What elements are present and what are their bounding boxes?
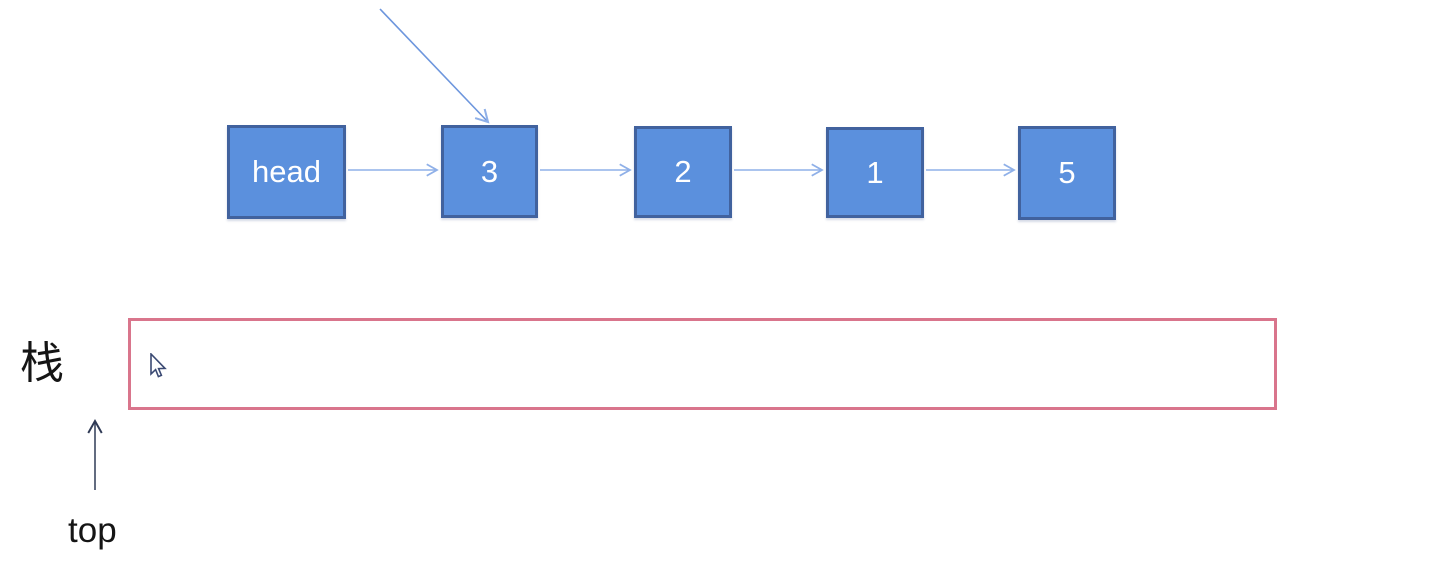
stack-label: 栈 bbox=[20, 339, 64, 388]
list-node-label: 1 bbox=[866, 154, 884, 190]
list-node-label: head bbox=[252, 154, 321, 189]
list-node-1: 1 bbox=[826, 127, 924, 218]
list-node-2: 2 bbox=[634, 126, 732, 218]
top-pointer-label: top bbox=[68, 511, 117, 550]
list-node-label: 5 bbox=[1058, 155, 1076, 190]
list-node-5: 5 bbox=[1018, 126, 1116, 220]
list-node-label: 2 bbox=[674, 154, 692, 189]
insert-arrow bbox=[379, 8, 490, 124]
list-node-label: 3 bbox=[480, 153, 499, 189]
list-node-3: 3 bbox=[441, 125, 538, 218]
mouse-cursor-icon bbox=[150, 353, 167, 378]
stack-container-box bbox=[128, 318, 1277, 410]
list-node-head: head bbox=[227, 125, 346, 219]
